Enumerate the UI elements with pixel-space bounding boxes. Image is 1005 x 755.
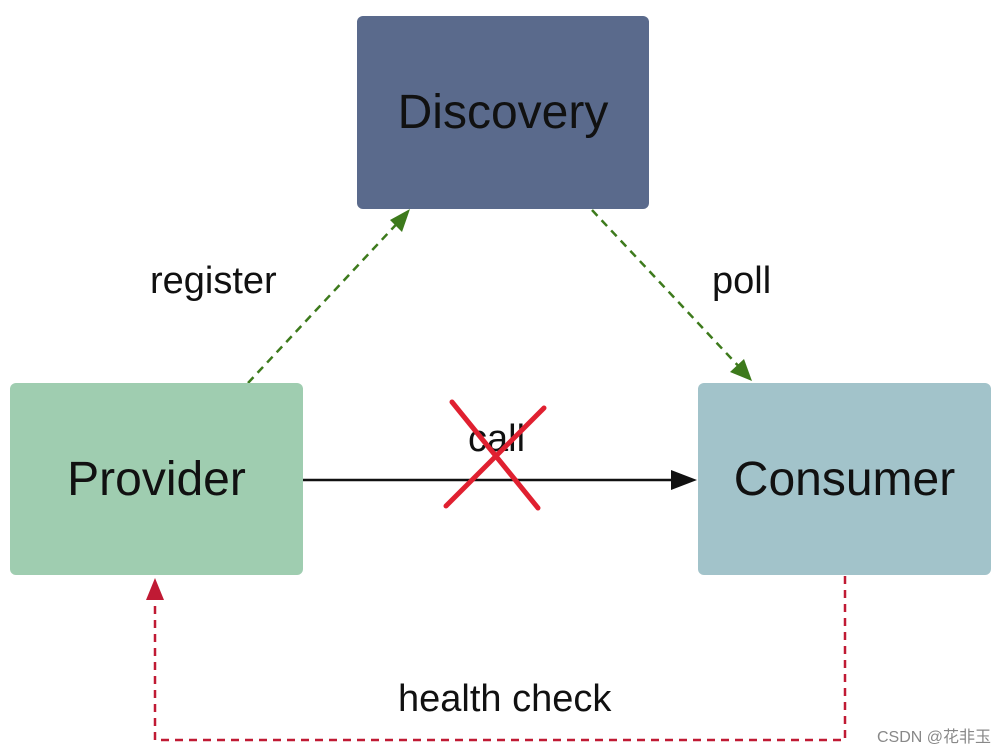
provider-label: Provider	[67, 452, 246, 506]
register-arrowhead	[390, 209, 410, 232]
provider-node: Provider	[10, 383, 303, 575]
poll-label: poll	[712, 260, 772, 302]
watermark: CSDN @花非玉	[876, 729, 991, 746]
health-check-label: health check	[398, 678, 612, 720]
call-arrowhead	[671, 470, 697, 490]
consumer-label: Consumer	[733, 452, 956, 506]
register-arrow	[247, 214, 406, 384]
poll-arrowhead	[730, 359, 752, 381]
poll-arrow	[591, 209, 745, 373]
discovery-label: Discovery	[397, 86, 609, 139]
consumer-node: Consumer	[698, 383, 991, 575]
health-check-arrow	[153, 576, 847, 742]
call-label: call	[468, 418, 526, 460]
discovery-node: Discovery	[357, 16, 649, 209]
health-check-arrowhead	[146, 578, 164, 600]
register-label: register	[150, 260, 277, 302]
